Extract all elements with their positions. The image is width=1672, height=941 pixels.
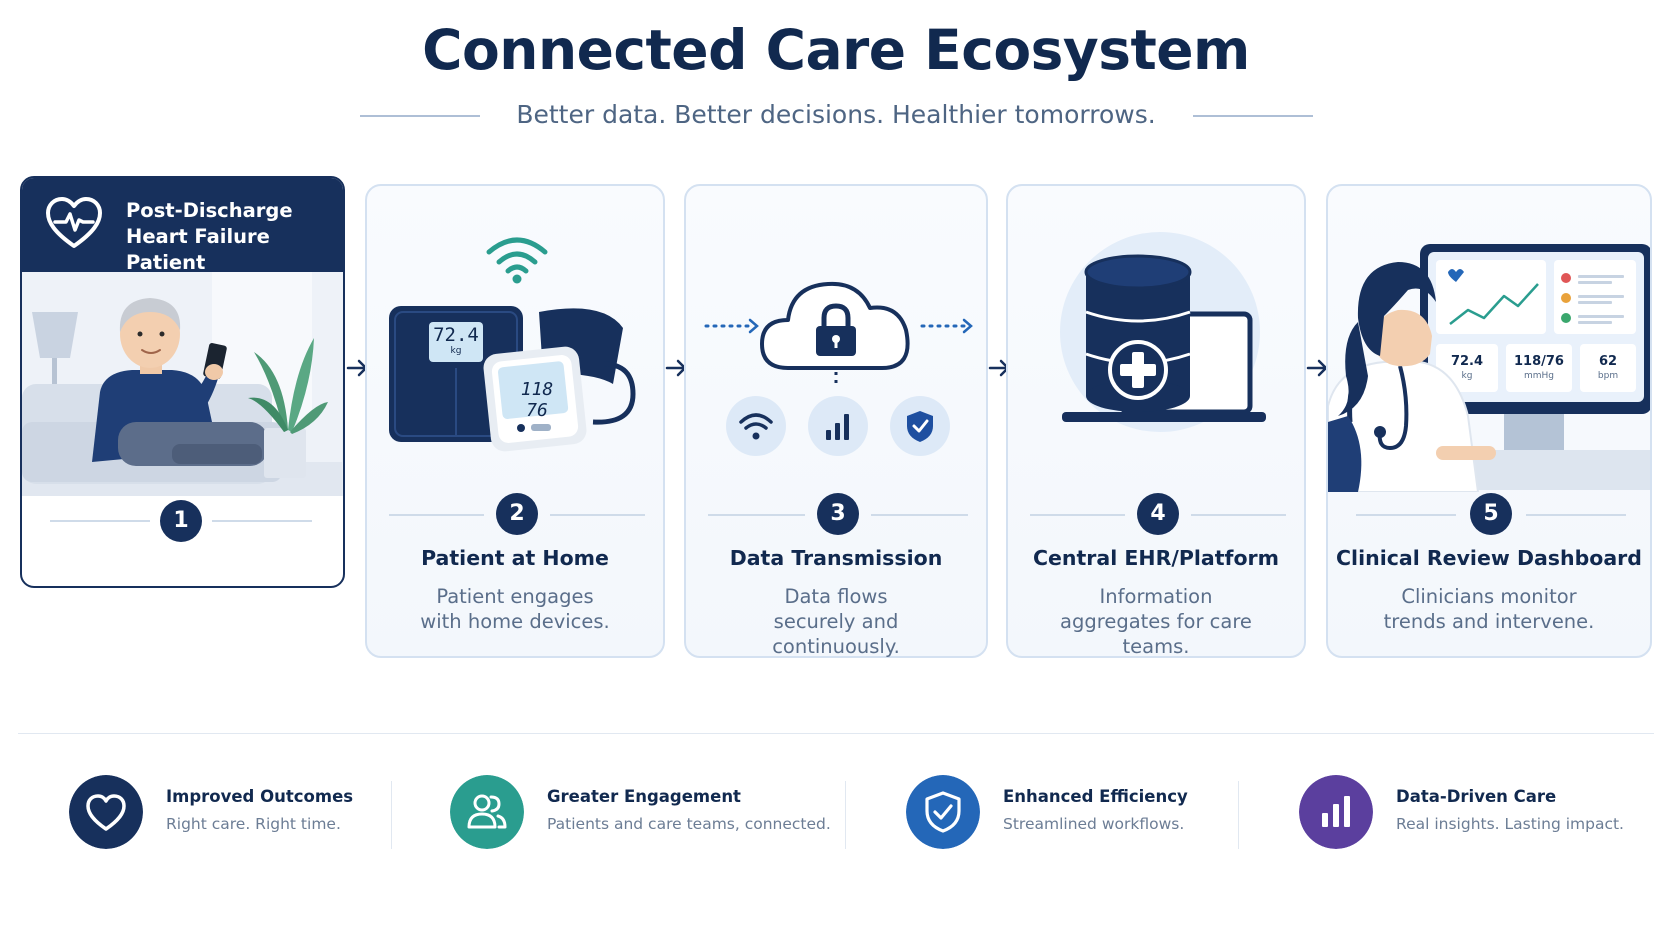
benefit-subtitle: Streamlined workflows. (1003, 815, 1185, 833)
step-4-number-line-left (1030, 514, 1125, 516)
people-icon (450, 775, 524, 849)
page-title: Connected Care Ecosystem (422, 18, 1250, 82)
step-3-description: Data flows securely and continuously. (772, 585, 900, 658)
subtitle-line-right (1193, 115, 1313, 117)
benefit-separator (391, 781, 392, 849)
benefit-title: Improved Outcomes (166, 787, 354, 806)
benefit-title: Greater Engagement (547, 787, 741, 806)
dashboard-hr: 62 (1598, 354, 1618, 369)
benefit-title: Data-Driven Care (1396, 787, 1557, 806)
benefit-enhanced-efficiency: Enhanced Efficiency Streamlined workflow… (906, 775, 1206, 851)
bp-diastolic-reading: 76 (526, 400, 548, 421)
patient-illustration (22, 272, 342, 496)
dashboard-hr-unit: bpm (1597, 371, 1619, 381)
shield-check-icon (890, 396, 950, 456)
step-1-title: Post-Discharge Heart Failure Patient (126, 199, 293, 274)
step-1-number: 1 (160, 500, 202, 542)
benefit-greater-engagement: Greater Engagement Patients and care tea… (450, 775, 831, 851)
step-1-number-line-right (212, 520, 312, 522)
blood-pressure-monitor (483, 308, 636, 452)
step-1-header: Post-Discharge Heart Failure Patient (22, 178, 343, 274)
dashboard-weight: 72.4 (1450, 354, 1484, 369)
step-5-number-line-left (1356, 514, 1456, 516)
step-5-number: 5 (1470, 493, 1512, 535)
heart-icon (69, 775, 143, 849)
step-card-3: 3 Data Transmission Data flows securely … (684, 184, 988, 658)
shield-check-icon (906, 775, 980, 849)
step-2-number: 2 (496, 493, 538, 535)
signal-bars-icon (808, 396, 868, 456)
dashboard-weight-unit: kg (1461, 371, 1473, 381)
step-4-number: 4 (1137, 493, 1179, 535)
step-3-number-line-left (708, 514, 805, 516)
bar-chart-icon (1299, 775, 1373, 849)
dashboard-bp-unit: mmHg (1523, 371, 1554, 381)
benefit-separator (845, 781, 846, 849)
benefit-separator (1238, 781, 1239, 849)
scale-reading: 72.4 (433, 324, 479, 346)
step-2-number-line-left (389, 514, 484, 516)
step-1-number-line-left (50, 520, 150, 522)
subtitle-row: Better data. Better decisions. Healthier… (0, 96, 1672, 136)
clinician-illustration (1328, 244, 1650, 492)
step-2-title: Patient at Home (421, 546, 609, 570)
step-card-4: 4 Central EHR/Platform Information aggre… (1006, 184, 1306, 658)
step-card-5: 72.4 kg 118/76 mmHg 62 bpm 5 Clinical Re… (1326, 184, 1652, 658)
step-3-number-line-right (871, 514, 968, 516)
page-subtitle: Better data. Better decisions. Healthier… (516, 100, 1156, 129)
step-2-number-line-right (550, 514, 645, 516)
benefit-title: Enhanced Efficiency (1003, 787, 1188, 806)
cloud-lock-illustration (704, 281, 973, 386)
benefit-data-driven-care: Data-Driven Care Real insights. Lasting … (1299, 775, 1639, 851)
patient-scene (22, 272, 343, 496)
step-card-2: 72.4 kg 118 76 2 Patient at Home Patient… (365, 184, 665, 658)
wifi-icon (486, 237, 548, 284)
benefit-subtitle: Real insights. Lasting impact. (1396, 815, 1624, 833)
subtitle-line-left (360, 115, 480, 117)
step-2-description: Patient engages with home devices. (420, 585, 610, 633)
benefit-improved-outcomes: Improved Outcomes Right care. Right time… (69, 775, 369, 851)
step-4-number-line-right (1191, 514, 1286, 516)
dashboard-bp: 118/76 (1514, 354, 1564, 369)
step-3-title: Data Transmission (729, 546, 943, 570)
benefit-subtitle: Right care. Right time. (166, 815, 341, 833)
benefit-subtitle: Patients and care teams, connected. (547, 815, 831, 833)
step-4-title: Central EHR/Platform (1032, 546, 1280, 570)
heart-pulse-icon (46, 197, 102, 248)
step-4-description: Information aggregates for care teams. (1060, 585, 1252, 658)
step-3-number: 3 (817, 493, 859, 535)
step-card-1: Post-Discharge Heart Failure Patient (20, 176, 345, 588)
step-5-title: Clinical Review Dashboard (1336, 546, 1642, 570)
wifi-icon (726, 396, 786, 456)
scale-unit: kg (450, 346, 462, 356)
step-5-number-line-right (1526, 514, 1626, 516)
database-illustration (1060, 232, 1266, 432)
step-5-description: Clinicians monitor trends and intervene. (1383, 585, 1595, 633)
section-divider (18, 733, 1654, 734)
bp-systolic-reading: 118 (520, 379, 554, 400)
